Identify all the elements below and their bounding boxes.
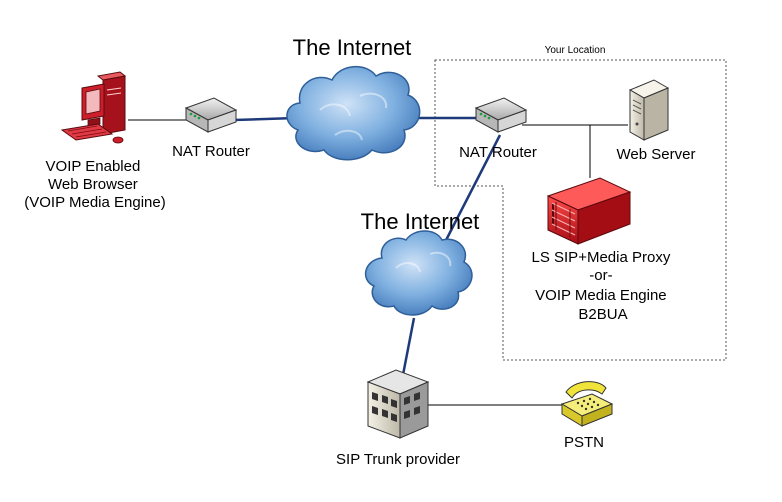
client-label-line-1: VOIP Enabled <box>46 158 141 175</box>
link-cloud2-siptrunk <box>400 317 416 381</box>
telephone-icon <box>560 381 614 427</box>
web-server-label: Web Server <box>617 146 696 163</box>
internet-label-middle: The Internet <box>361 209 480 234</box>
pstn-label: PSTN <box>564 434 604 451</box>
router-icon-client <box>184 97 238 133</box>
link-router-cloud <box>233 116 297 122</box>
internet-cloud-middle <box>364 230 473 316</box>
location-label: Your Location <box>545 45 606 56</box>
client-label: VOIP Enabled Web Browser (VOIP Media Eng… <box>24 158 165 211</box>
proxy-label-line-4: B2BUA <box>578 306 627 323</box>
proxy-label-line-3: VOIP Media Engine <box>535 287 666 304</box>
link-router-cloud2 <box>440 134 502 249</box>
web-server-icon <box>628 79 670 141</box>
location-router-label: NAT Router <box>459 144 537 161</box>
building-icon <box>366 369 430 439</box>
internet-cloud-top <box>286 66 421 161</box>
location-boundary <box>434 59 727 361</box>
proxy-label-line-1: LS SIP+Media Proxy <box>532 249 671 266</box>
router-icon-location <box>474 97 528 133</box>
computer-icon <box>60 71 127 144</box>
proxy-label-line-2: -or- <box>589 267 612 284</box>
proxy-label: LS SIP+Media Proxy -or- VOIP Media Engin… <box>532 249 675 323</box>
proxy-server-icon <box>546 177 632 245</box>
internet-label-top: The Internet <box>293 35 412 60</box>
link-router-proxy <box>522 124 591 178</box>
client-label-line-2: Web Browser <box>48 176 138 193</box>
sip-trunk-label: SIP Trunk provider <box>336 451 460 468</box>
client-router-label: NAT Router <box>172 143 250 160</box>
client-label-line-3: (VOIP Media Engine) <box>24 194 165 211</box>
